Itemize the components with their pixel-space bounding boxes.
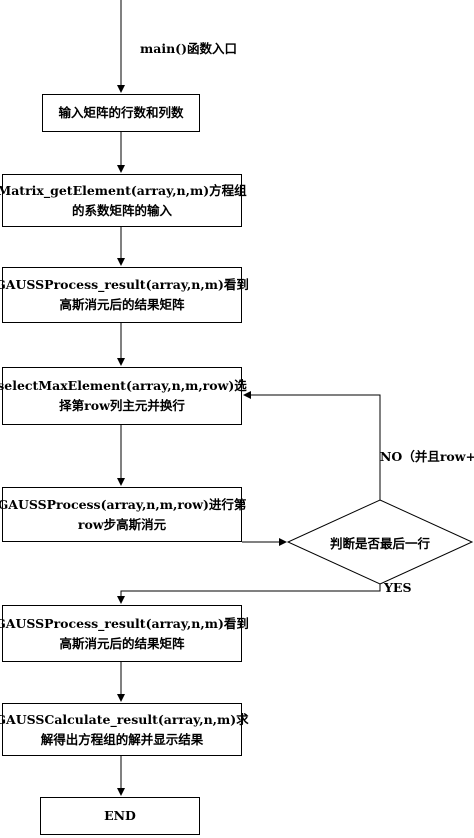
step-7-line-1: GAUSSCalculate_result(array,n,m)求 bbox=[0, 711, 249, 727]
arrow-no-loop bbox=[243, 391, 381, 500]
arrow-yes bbox=[117, 584, 381, 604]
step-2-line-2: 的系数矩阵的输入 bbox=[71, 202, 172, 218]
step-input-dimensions: 输入矩阵的行数和列数 bbox=[42, 94, 200, 132]
step-end: END bbox=[40, 797, 200, 835]
step-6-line-1: GAUSSProcess_result(array,n,m)看到 bbox=[0, 615, 249, 631]
step-6-line-2: 高斯消元后的结果矩阵 bbox=[59, 635, 185, 651]
step-gauss-process-result-1: GAUSSProcess_result(array,n,m)看到 高斯消元后的结… bbox=[0, 267, 249, 323]
step-3-line-1: GAUSSProcess_result(array,n,m)看到 bbox=[0, 277, 249, 292]
step-gauss-process-result-2: GAUSSProcess_result(array,n,m)看到 高斯消元后的结… bbox=[0, 605, 249, 662]
step-5-line-1: GAUSSProcess(array,n,m,row)进行第 bbox=[0, 496, 247, 512]
decision-text: 判断是否最后一行 bbox=[329, 536, 430, 551]
step-1-line-1: 输入矩阵的行数和列数 bbox=[58, 105, 184, 120]
step-matrix-get-element: Matrix_getElement(array,n,m)方程组 的系数矩阵的输入 bbox=[0, 174, 247, 227]
step-gauss-calculate-result: GAUSSCalculate_result(array,n,m)求 解得出方程组… bbox=[0, 703, 249, 756]
no-label: NO（并且row+ bbox=[380, 449, 474, 464]
step-8-line-1: END bbox=[104, 808, 136, 823]
step-5-line-2: row步高斯消元 bbox=[77, 516, 167, 532]
step-3-line-2: 高斯消元后的结果矩阵 bbox=[59, 297, 185, 312]
step-2-line-1: Matrix_getElement(array,n,m)方程组 bbox=[0, 182, 247, 198]
step-7-line-2: 解得出方程组的解并显示结果 bbox=[40, 731, 204, 747]
step-gauss-process: GAUSSProcess(array,n,m,row)进行第 row步高斯消元 bbox=[0, 487, 246, 542]
step-4-line-1: selectMaxElement(array,n,m,row)选 bbox=[0, 378, 247, 393]
yes-label: YES bbox=[384, 580, 412, 595]
step-select-max-element: selectMaxElement(array,n,m,row)选 择第row列主… bbox=[0, 367, 247, 425]
start-label: main()函数入口 bbox=[140, 41, 237, 56]
step-4-line-2: 择第row列主元并换行 bbox=[59, 398, 185, 413]
